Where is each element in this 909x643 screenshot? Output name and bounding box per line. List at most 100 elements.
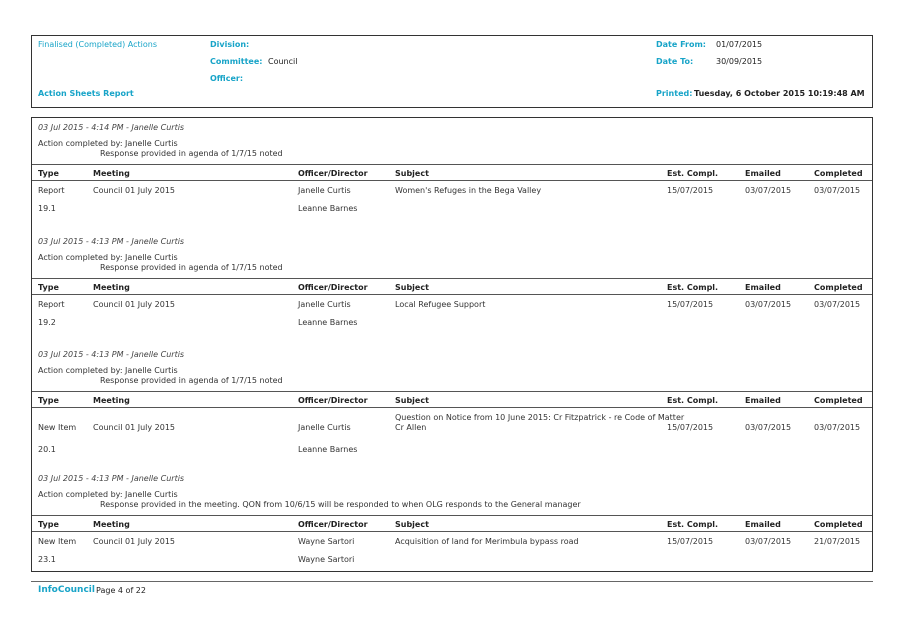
entry-timestamp: 03 Jul 2015 - 4:13 PM - Janelle Curtis <box>38 474 185 483</box>
entry-subject: Acquisition of land for Merimbula bypass… <box>395 537 579 546</box>
entry-completed: 21/07/2015 <box>814 537 861 546</box>
entry-response: Response provided in agenda of 1/7/15 no… <box>100 376 283 385</box>
entry-officer: Wayne Sartori <box>298 537 355 546</box>
col-completed-header: Completed <box>814 520 863 529</box>
entry-est-compl: 15/07/2015 <box>667 300 714 309</box>
col-est-compl-header: Est. Compl. <box>667 169 719 178</box>
entry-meeting: Council 01 July 2015 <box>93 537 176 546</box>
col-officer-header: Officer/Director <box>298 283 368 292</box>
entry-response: Response provided in agenda of 1/7/15 no… <box>100 263 283 272</box>
col-meeting-header: Meeting <box>93 396 130 405</box>
printed-value: Tuesday, 6 October 2015 10:19:48 AM <box>694 89 865 98</box>
date-from-label: Date From: <box>656 40 707 49</box>
entry-type: Report <box>38 186 65 195</box>
footer-divider <box>31 581 873 582</box>
report-name: Finalised (Completed) Actions <box>38 40 158 49</box>
divider <box>32 180 872 181</box>
entry-est-compl: 15/07/2015 <box>667 186 714 195</box>
entry-meeting: Council 01 July 2015 <box>93 300 176 309</box>
divider <box>32 391 872 392</box>
actions-list: 03 Jul 2015 - 4:14 PM - Janelle Curtis A… <box>31 117 873 572</box>
entry-completed-by: Action completed by: Janelle Curtis <box>38 490 178 499</box>
col-completed-header: Completed <box>814 283 863 292</box>
col-type-header: Type <box>38 169 59 178</box>
col-emailed-header: Emailed <box>745 520 781 529</box>
date-from-value: 01/07/2015 <box>716 40 763 49</box>
entry-meeting: Council 01 July 2015 <box>93 186 176 195</box>
col-est-compl-header: Est. Compl. <box>667 520 719 529</box>
officer-label: Officer: <box>210 74 244 83</box>
entry-number: 23.1 <box>38 555 56 564</box>
committee-value: Council <box>268 57 298 66</box>
entry-completed: 03/07/2015 <box>814 300 861 309</box>
date-to-value: 30/09/2015 <box>716 57 763 66</box>
entry-completed-by: Action completed by: Janelle Curtis <box>38 139 178 148</box>
col-officer-header: Officer/Director <box>298 520 368 529</box>
entry-response: Response provided in agenda of 1/7/15 no… <box>100 149 283 158</box>
footer-brand: InfoCouncil <box>38 585 95 595</box>
report-header: Finalised (Completed) Actions Division: … <box>31 35 873 108</box>
col-subject-header: Subject <box>395 396 429 405</box>
divider <box>32 278 872 279</box>
entry-timestamp: 03 Jul 2015 - 4:13 PM - Janelle Curtis <box>38 350 185 359</box>
entry-emailed: 03/07/2015 <box>745 537 792 546</box>
col-officer-header: Officer/Director <box>298 169 368 178</box>
entry-completed-by: Action completed by: Janelle Curtis <box>38 366 178 375</box>
entry-completed: 03/07/2015 <box>814 423 861 432</box>
col-completed-header: Completed <box>814 396 863 405</box>
divider <box>32 294 872 295</box>
entry-number: 19.2 <box>38 318 56 327</box>
divider <box>32 407 872 408</box>
entry-director: Leanne Barnes <box>298 204 358 213</box>
entry-type: Report <box>38 300 65 309</box>
col-subject-header: Subject <box>395 520 429 529</box>
entry-officer: Janelle Curtis <box>298 423 351 432</box>
entry-meeting: Council 01 July 2015 <box>93 423 176 432</box>
date-to-label: Date To: <box>656 57 694 66</box>
report-subtitle: Action Sheets Report <box>38 89 134 98</box>
entry-completed: 03/07/2015 <box>814 186 861 195</box>
col-completed-header: Completed <box>814 169 863 178</box>
entry-emailed: 03/07/2015 <box>745 186 792 195</box>
entry-subject-continued: Cr Allen <box>395 423 427 432</box>
entry-number: 20.1 <box>38 445 56 454</box>
col-emailed-header: Emailed <box>745 396 781 405</box>
entry-type: New Item <box>38 537 77 546</box>
col-subject-header: Subject <box>395 283 429 292</box>
entry-est-compl: 15/07/2015 <box>667 423 714 432</box>
entry-completed-by: Action completed by: Janelle Curtis <box>38 253 178 262</box>
col-type-header: Type <box>38 396 59 405</box>
division-label: Division: <box>210 40 250 49</box>
col-meeting-header: Meeting <box>93 283 130 292</box>
action-entry: 03 Jul 2015 - 4:14 PM - Janelle Curtis A… <box>32 118 872 232</box>
entry-officer: Janelle Curtis <box>298 186 351 195</box>
col-subject-header: Subject <box>395 169 429 178</box>
entry-emailed: 03/07/2015 <box>745 423 792 432</box>
entry-est-compl: 15/07/2015 <box>667 537 714 546</box>
entry-timestamp: 03 Jul 2015 - 4:13 PM - Janelle Curtis <box>38 237 185 246</box>
entry-timestamp: 03 Jul 2015 - 4:14 PM - Janelle Curtis <box>38 123 185 132</box>
entry-emailed: 03/07/2015 <box>745 300 792 309</box>
col-emailed-header: Emailed <box>745 283 781 292</box>
col-type-header: Type <box>38 283 59 292</box>
col-type-header: Type <box>38 520 59 529</box>
divider <box>32 164 872 165</box>
col-officer-header: Officer/Director <box>298 396 368 405</box>
entry-number: 19.1 <box>38 204 56 213</box>
entry-subject: Question on Notice from 10 June 2015: Cr… <box>395 413 685 422</box>
entry-subject: Local Refugee Support <box>395 300 486 309</box>
action-entry: 03 Jul 2015 - 4:13 PM - Janelle Curtis A… <box>32 232 872 346</box>
entry-director: Leanne Barnes <box>298 318 358 327</box>
col-est-compl-header: Est. Compl. <box>667 396 719 405</box>
printed-label: Printed: <box>656 89 693 98</box>
entry-type: New Item <box>38 423 77 432</box>
committee-label: Committee: <box>210 57 263 66</box>
divider <box>32 515 872 516</box>
col-meeting-header: Meeting <box>93 520 130 529</box>
footer-page-number: Page 4 of 22 <box>96 586 146 595</box>
entry-director: Wayne Sartori <box>298 555 355 564</box>
col-emailed-header: Emailed <box>745 169 781 178</box>
entry-director: Leanne Barnes <box>298 445 358 454</box>
col-est-compl-header: Est. Compl. <box>667 283 719 292</box>
action-entry: 03 Jul 2015 - 4:13 PM - Janelle Curtis A… <box>32 345 872 469</box>
